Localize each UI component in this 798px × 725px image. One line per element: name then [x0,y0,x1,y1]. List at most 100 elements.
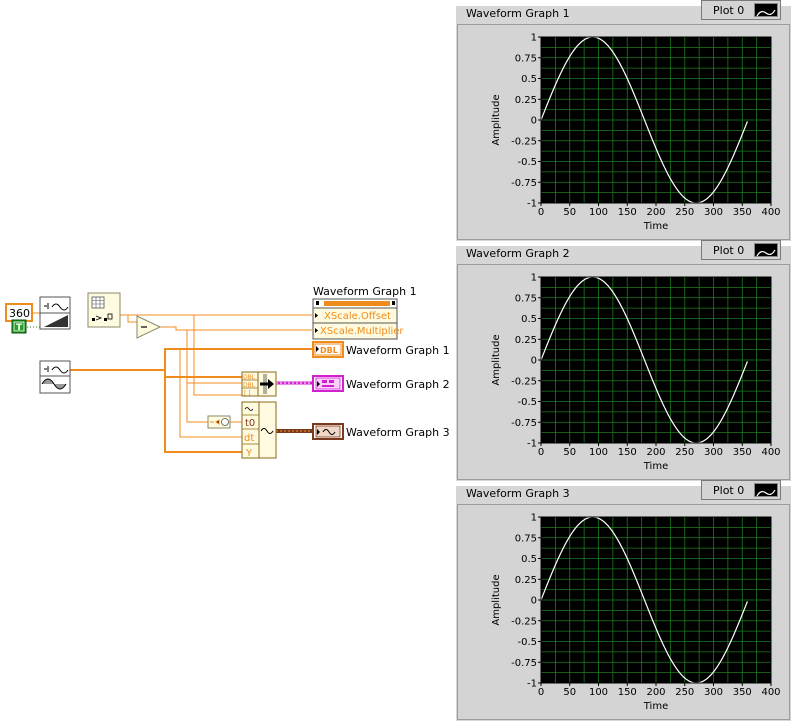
terminal-label-graph-1: Waveform Graph 1 [346,344,450,357]
wire-branch-d[interactable] [179,349,242,438]
plot-border [540,276,772,444]
terminal-waveform-graph-3[interactable]: Waveform Graph 3 [312,423,450,440]
boolean-constant[interactable]: T [11,319,27,334]
legend-label: Plot 0 [713,484,745,497]
sine-pattern-vi-icon[interactable] [39,296,71,330]
plot-line-icon [754,3,778,17]
x-tick-label: 100 [589,447,608,458]
x-tick-label: 250 [675,447,694,458]
y-tick-label: 0.75 [515,53,537,64]
bundle-input-3: [ ] [244,390,251,397]
y-tick-label: -0.75 [511,418,537,429]
series-line [540,516,748,684]
constant-value: 360 [9,307,30,320]
wire-to-multiplier[interactable] [160,326,312,331]
y-tick-label: 1 [531,273,537,284]
plot-border [540,516,772,684]
y-tick-label: -1 [527,199,537,210]
y-tick-label: 1 [531,33,537,44]
y-tick-label: 1 [531,513,537,524]
to-timestamp-node[interactable] [207,415,231,429]
series-line [540,276,748,444]
wire-branch-b[interactable] [186,330,242,384]
x-tick-label: 350 [733,207,752,218]
x-tick-label: 150 [618,207,637,218]
plot-legend[interactable]: Plot 0 [701,0,781,20]
property-node[interactable]: Waveform Graph 1 XScale.Offset XScale.Mu… [312,285,417,340]
y-tick-label: -0.25 [511,376,537,387]
input-y: Y [245,448,253,459]
graph-title: Waveform Graph 2 [466,247,570,260]
y-tick-label: 0 [531,596,537,607]
input-t0: t0 [245,418,255,429]
y-tick-label: -0.25 [511,136,537,147]
wire-wave-main[interactable] [70,369,242,453]
property-xscale-multiplier: XScale.Multiplier [320,326,404,337]
wire-branch-c[interactable] [186,383,208,423]
plot-legend[interactable]: Plot 0 [701,240,781,260]
x-tick-label: 0 [538,207,544,218]
x-axis-label: Time [643,221,668,232]
y-tick-label: 0 [531,356,537,367]
terminal-label-graph-3: Waveform Graph 3 [346,426,450,439]
property-xscale-offset: XScale.Offset [324,311,391,322]
wire-to-graph1[interactable] [164,348,312,370]
x-tick-label: 250 [675,687,694,698]
wire-to-subtract[interactable] [127,315,137,323]
x-tick-label: 200 [646,207,665,218]
y-tick-label: -0.5 [517,157,537,168]
x-tick-label: 350 [733,447,752,458]
plot-line-icon [754,243,778,257]
terminal-label-graph-2: Waveform Graph 2 [346,378,450,391]
x-tick-label: 300 [704,687,723,698]
graph-title: Waveform Graph 3 [466,487,570,500]
graph-title: Waveform Graph 1 [466,7,570,20]
y-tick-label: -1 [527,439,537,450]
y-tick-label: -1 [527,679,537,690]
x-tick-label: 0 [538,687,544,698]
wires [27,312,312,453]
property-node-title: Waveform Graph 1 [313,285,417,298]
x-tick-label: 350 [733,687,752,698]
build-waveform-node[interactable]: t0 dt Y [241,401,277,459]
y-tick-label: -0.5 [517,397,537,408]
numeric-constant[interactable]: 360 [5,303,33,322]
terminal-waveform-graph-1[interactable]: DBL Waveform Graph 1 [312,341,450,358]
sine-waveform-vi-icon[interactable] [39,360,71,394]
x-tick-label: 50 [563,687,576,698]
x-tick-label: 100 [589,207,608,218]
array-vi-icon[interactable] [87,292,121,328]
x-axis-label: Time [643,701,668,712]
y-axis-label: Amplitude [491,94,502,145]
x-axis-label: Time [643,461,668,472]
x-tick-label: 100 [589,687,608,698]
bundle-node[interactable]: DBL DBL [ ] [241,371,277,397]
series-line [540,36,748,204]
input-dt: dt [244,433,254,444]
y-tick-label: 0.75 [515,293,537,304]
plot-legend[interactable]: Plot 0 [701,480,781,500]
x-tick-label: 400 [761,687,780,698]
y-tick-label: -0.5 [517,637,537,648]
y-tick-label: -0.75 [511,658,537,669]
x-tick-label: 150 [618,447,637,458]
subtract-node[interactable] [136,315,162,339]
legend-label: Plot 0 [713,4,745,17]
x-tick-label: 300 [704,447,723,458]
y-tick-label: 0.5 [521,314,537,325]
y-tick-label: 0.25 [515,575,537,586]
y-tick-label: 0.25 [515,95,537,106]
x-tick-label: 400 [761,207,780,218]
terminal-waveform-graph-2[interactable]: Waveform Graph 2 [312,375,450,392]
wire-branch-a[interactable] [193,315,242,396]
plot-line-icon [754,483,778,497]
